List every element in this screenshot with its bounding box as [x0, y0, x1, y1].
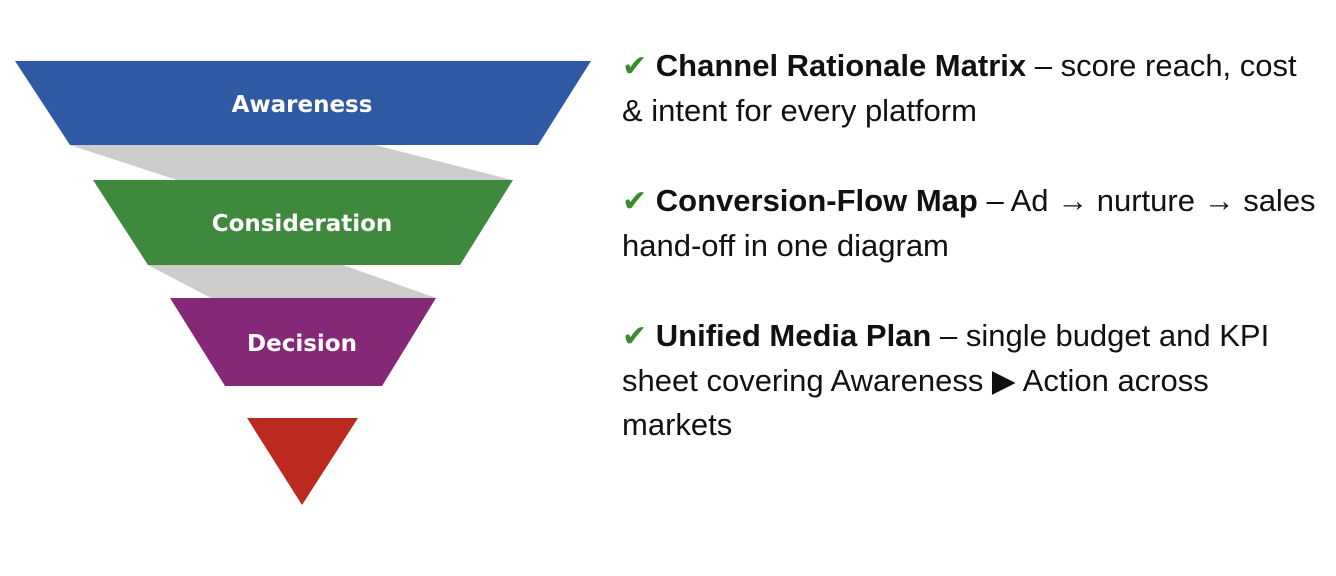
- checkmark-icon: ✔: [622, 184, 648, 219]
- item-title: Unified Media Plan: [655, 318, 932, 353]
- funnel-stage-consideration: [93, 180, 513, 265]
- item-title: Channel Rationale Matrix: [655, 48, 1027, 83]
- checkmark-icon: ✔: [622, 319, 648, 354]
- list-item: ✔ Channel Rationale Matrix – score reach…: [622, 44, 1322, 133]
- item-text: – single budget and KPI sheet covering A…: [622, 318, 1270, 442]
- connector-band: [148, 265, 436, 298]
- item-title: Conversion-Flow Map: [655, 183, 978, 218]
- list-item: ✔ Conversion-Flow Map – Ad → nurture → s…: [622, 179, 1322, 268]
- stage-label-decision: Decision: [247, 331, 357, 357]
- funnel-stage-awareness: [15, 61, 591, 145]
- connector-band: [70, 145, 512, 180]
- funnel-stage-decision: [170, 298, 436, 386]
- item-text: – Ad → nurture → sales hand-off in one d…: [622, 183, 1316, 263]
- list-item: ✔ Unified Media Plan – single budget and…: [622, 314, 1322, 447]
- funnel-stage-action: [247, 418, 358, 505]
- item-text: – score reach, cost & intent for every p…: [622, 48, 1297, 128]
- stage-label-awareness: Awareness: [232, 92, 373, 118]
- checkmark-icon: ✔: [622, 49, 648, 84]
- stage-label-consideration: Consideration: [212, 211, 393, 237]
- deliverables-list: ✔ Channel Rationale Matrix – score reach…: [622, 44, 1322, 493]
